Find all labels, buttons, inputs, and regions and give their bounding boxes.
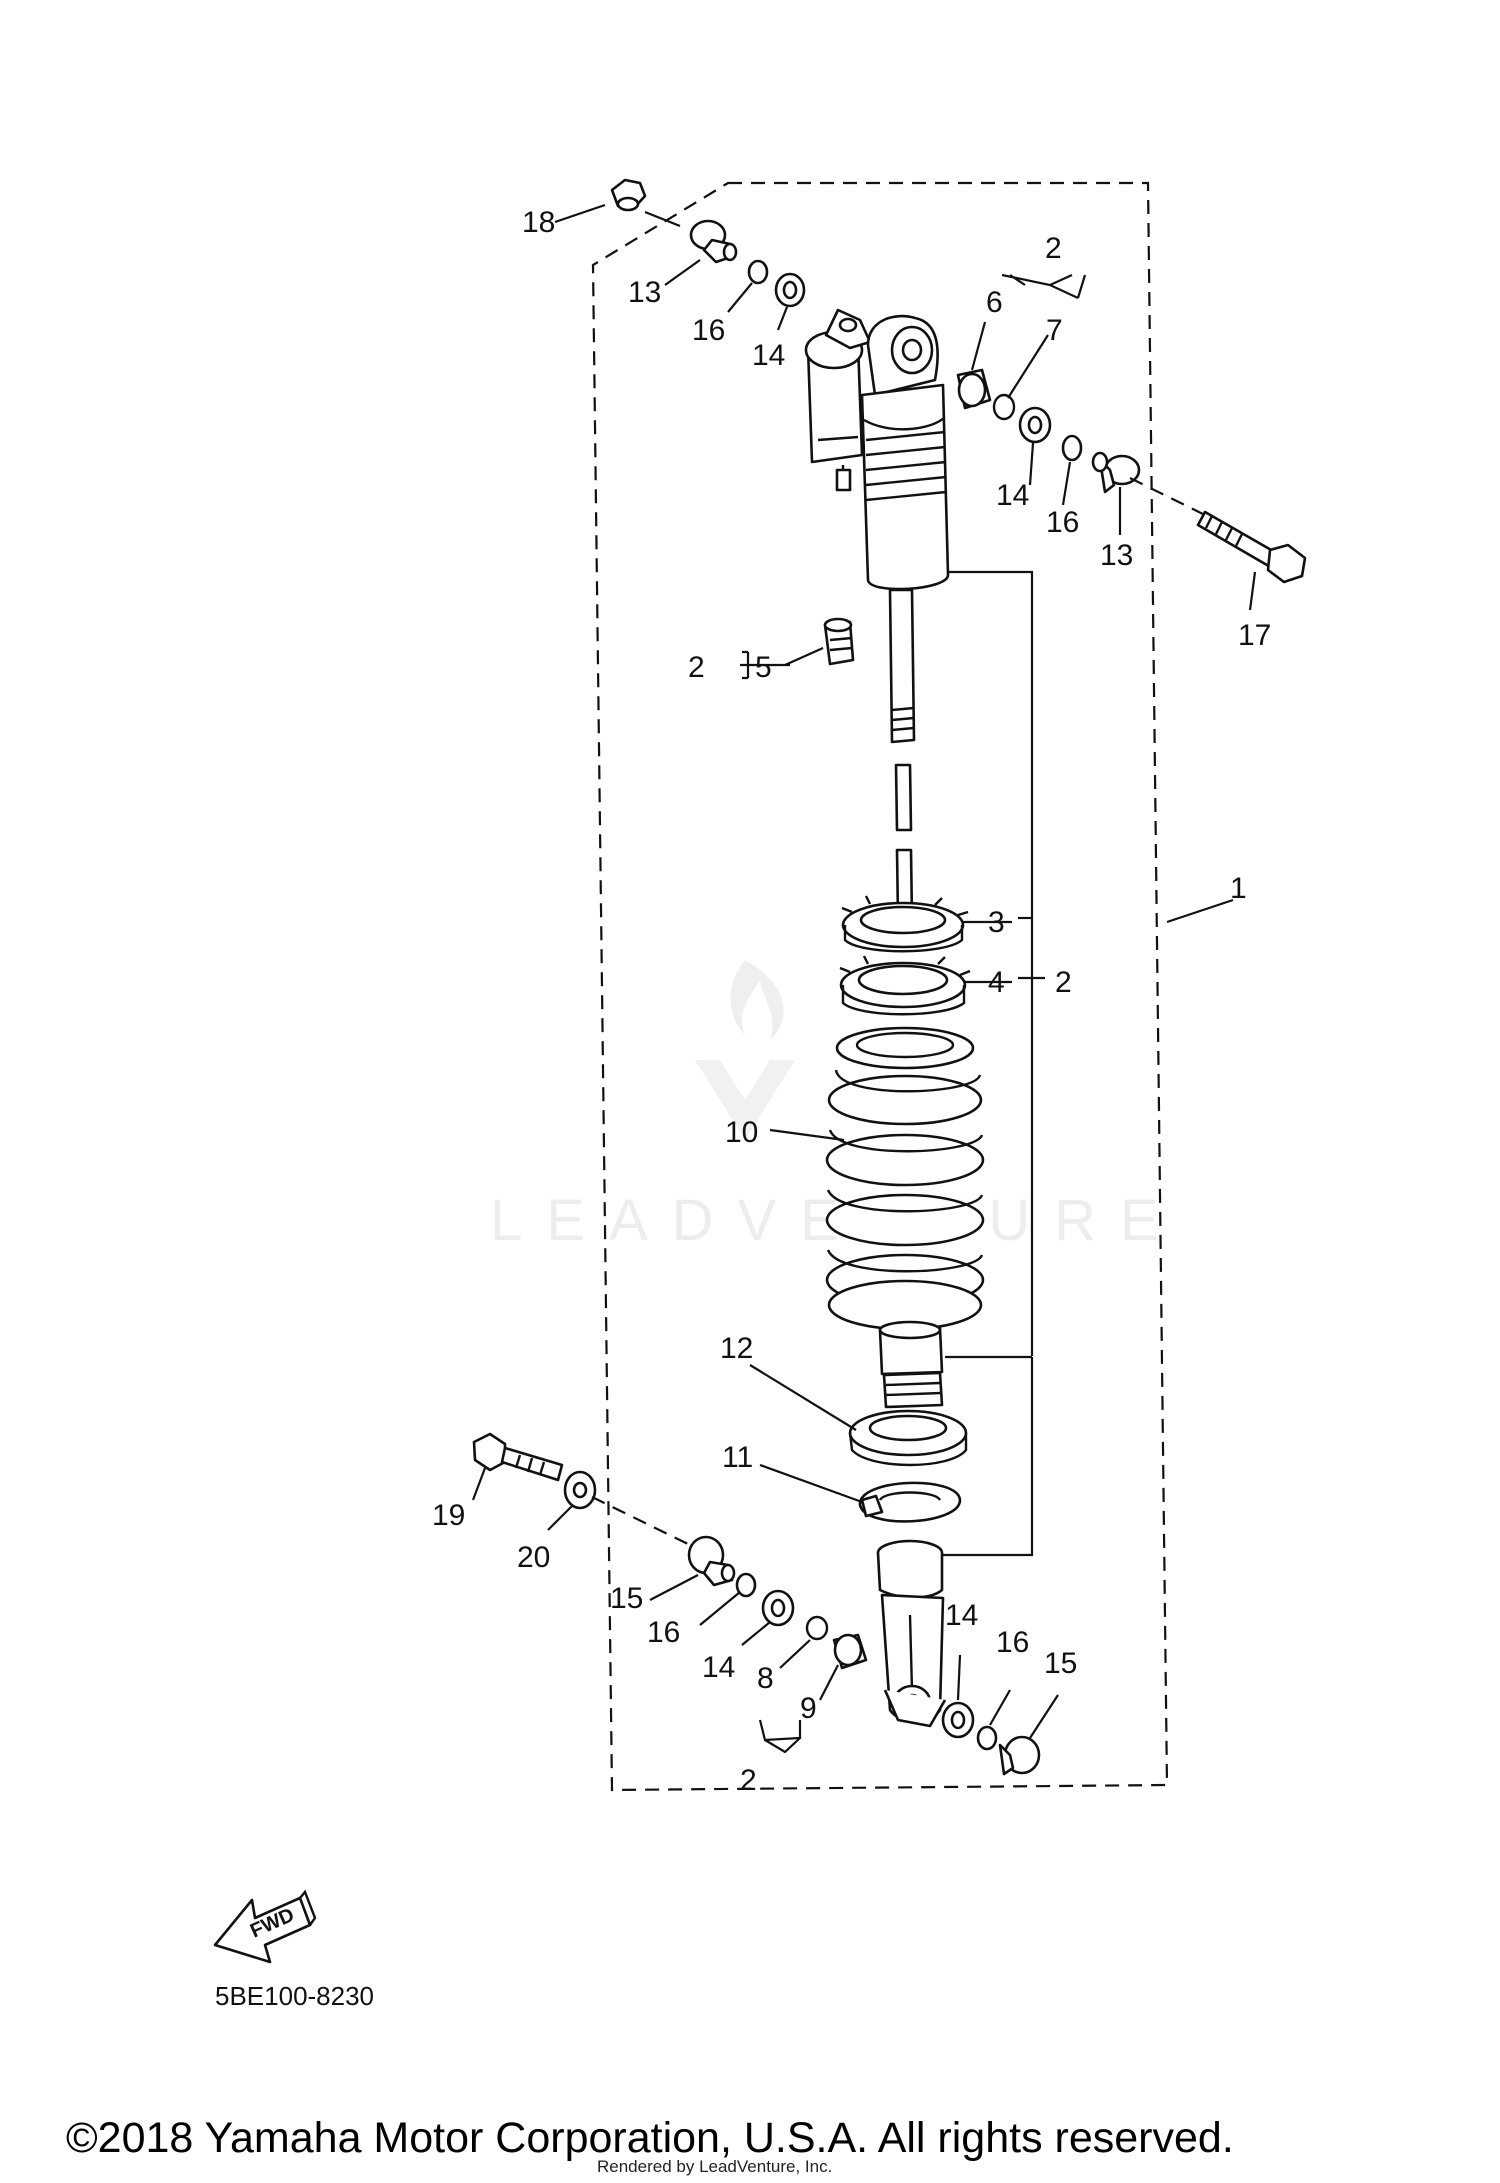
part-14-bush-mid (1018, 406, 1052, 444)
callout-17: 17 (1238, 619, 1271, 652)
part-14-bush-top (774, 272, 806, 308)
rendered-by-text: Rendered by LeadVenture, Inc. (597, 2157, 832, 2176)
callout-16-low-right: 16 (996, 1626, 1029, 1659)
callout-16-mid: 16 (1046, 506, 1079, 539)
diagram-code: 5BE100-8230 (215, 1981, 374, 2011)
callout-9: 9 (800, 1692, 817, 1725)
callout-11: 11 (722, 1441, 753, 1474)
callout-14-low-right: 14 (945, 1599, 978, 1632)
callout-2-top: 2 (1045, 232, 1062, 265)
leadventure-watermark: LEADVENTURE (490, 960, 1183, 1253)
callout-18: 18 (522, 206, 555, 239)
shock-absorber-body (804, 308, 950, 922)
part-4-adjust-nut (839, 955, 971, 1016)
callout-4: 4 (988, 966, 1005, 999)
copyright-text: ©2018 Yamaha Motor Corporation, U.S.A. A… (66, 2114, 1234, 2162)
part-3-locknut (841, 895, 969, 953)
bump-stop (878, 1320, 944, 1409)
callout-13-top: 13 (628, 276, 661, 309)
part-5-adjuster (823, 617, 855, 666)
part-14-bush-low-right (941, 1701, 975, 1739)
callout-20: 20 (517, 1541, 550, 1574)
part-16-oring-low-right (976, 1725, 998, 1751)
callout-16-low-left: 16 (647, 1616, 680, 1649)
callout-3: 3 (988, 906, 1005, 939)
part-15-collar-right (998, 1735, 1041, 1776)
part-17-bolt (1196, 510, 1307, 584)
part-11-stopper (858, 1481, 962, 1523)
callout-2-right: 2 (1055, 966, 1072, 999)
part-18-nut (610, 178, 681, 228)
callout-16-top: 16 (692, 314, 725, 347)
part-9-bush (832, 1633, 868, 1670)
part-20-washer (563, 1470, 597, 1510)
assembly-brackets (942, 570, 1045, 1557)
part-6-bush (956, 368, 992, 410)
callout-14-top: 14 (752, 339, 785, 372)
callout-12: 12 (720, 1332, 753, 1365)
callout-15-right: 15 (1044, 1647, 1077, 1680)
callout-2-left: 2 (688, 651, 705, 684)
part-16-oring-mid (1061, 434, 1083, 462)
part-13-collar-right (1091, 451, 1141, 494)
callout-15-left: 15 (610, 1582, 643, 1615)
callout-5: 5 (755, 651, 772, 684)
watermark-text: LEADVENTURE (490, 1188, 1183, 1253)
callout-1: 1 (1230, 872, 1247, 905)
part-12-spring-seat (848, 1409, 968, 1467)
callout-14-low-left: 14 (702, 1651, 735, 1684)
callout-2-bottom: 2 (740, 1764, 757, 1797)
leader-lines (471, 203, 1257, 1754)
part-16-oring-low-left (735, 1572, 757, 1598)
assembly-boundary (591, 181, 1169, 1792)
part-14-bush-low-left (761, 1589, 795, 1627)
callout-7: 7 (1046, 314, 1063, 347)
part-13-collar-top (689, 219, 738, 264)
forward-direction-arrow: FWD (213, 1889, 317, 1964)
lower-clevis (876, 1539, 947, 1728)
callout-8: 8 (757, 1662, 774, 1695)
callout-10: 10 (725, 1116, 758, 1149)
part-15-collar-left (687, 1535, 736, 1587)
bolt-17-axis (1129, 477, 1206, 516)
part-10-spring (825, 1026, 985, 1331)
callout-6: 6 (986, 286, 1003, 319)
part-7-circlip (992, 393, 1016, 421)
callout-14-mid: 14 (996, 479, 1029, 512)
callout-19: 19 (432, 1499, 465, 1532)
callout-13-right: 13 (1100, 539, 1133, 572)
bolt-19-axis (591, 1496, 691, 1546)
part-19-bolt (472, 1432, 564, 1482)
part-8-circlip (805, 1615, 829, 1641)
part-16-oring-top (747, 259, 769, 285)
